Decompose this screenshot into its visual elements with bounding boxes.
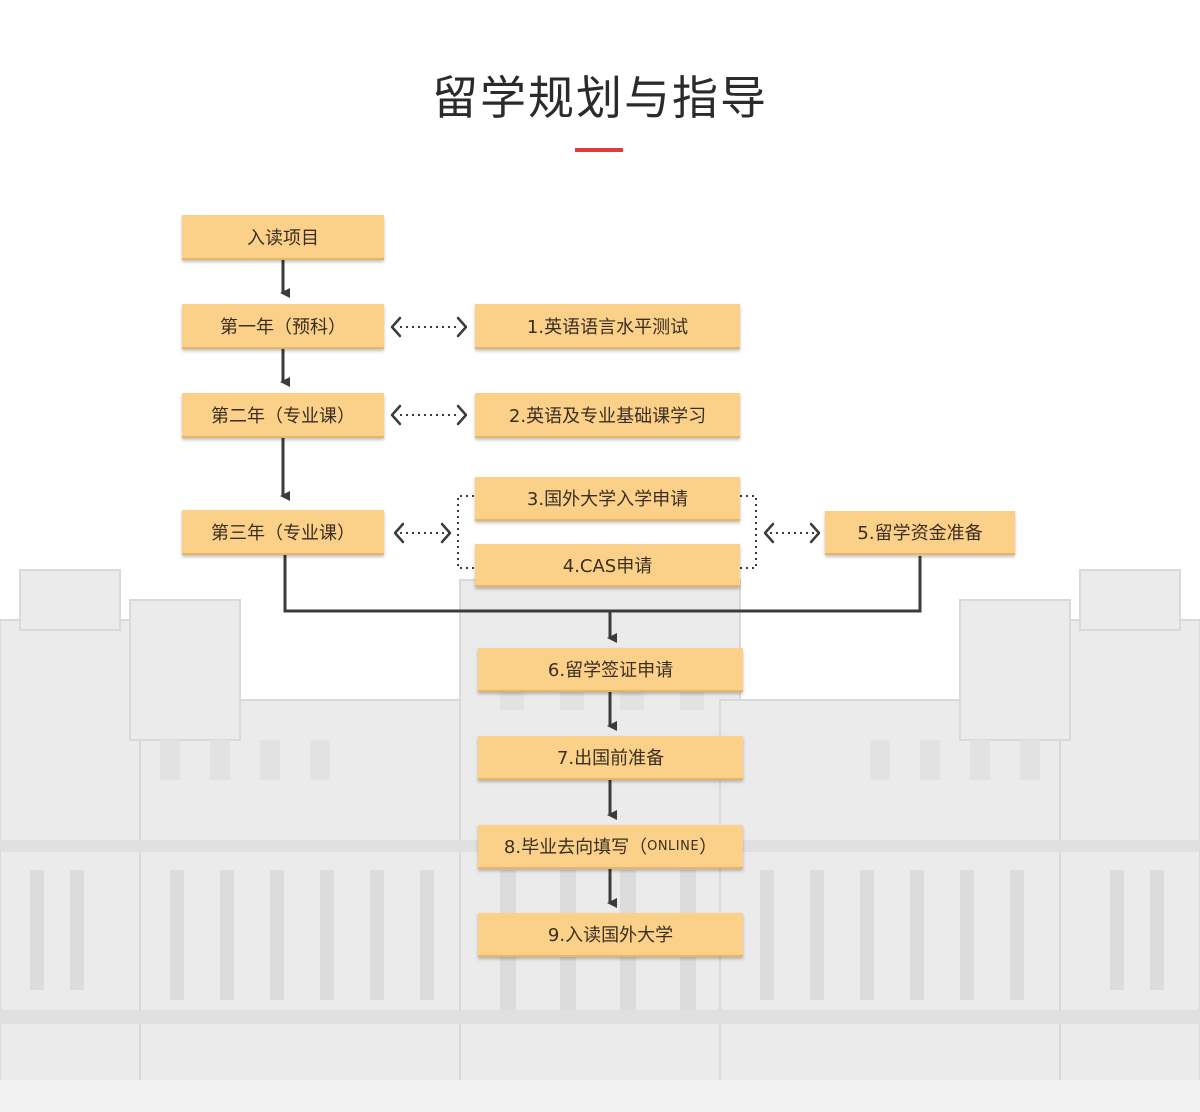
title-underline xyxy=(575,148,623,152)
step-8-paren-close: ） xyxy=(699,837,718,858)
box-year-1: 第一年（预科） xyxy=(182,304,384,349)
box-step-4: 4.CAS申请 xyxy=(475,544,740,587)
box-enroll-project: 入读项目 xyxy=(182,215,384,260)
box-step-6: 6.留学签证申请 xyxy=(478,648,743,692)
box-step-8: 8.毕业去向填写（ONLINE） xyxy=(478,825,743,869)
box-step-2: 2.英语及专业基础课学习 xyxy=(475,393,740,438)
box-year-2: 第二年（专业课） xyxy=(182,393,384,438)
merge-line xyxy=(283,553,922,613)
box-step-9: 9.入读国外大学 xyxy=(478,913,743,957)
step-8-paren-open: （ xyxy=(629,837,648,858)
double-arrow-right xyxy=(456,316,468,338)
box-year-3: 第三年（专业课） xyxy=(182,510,384,555)
box-step-7: 7.出国前准备 xyxy=(478,736,743,780)
box-step-1: 1.英语语言水平测试 xyxy=(475,304,740,349)
page-title: 留学规划与指导 xyxy=(432,71,768,125)
box-step-5: 5.留学资金准备 xyxy=(825,511,1015,555)
double-arrow-left xyxy=(390,316,402,338)
box-step-3: 3.国外大学入学申请 xyxy=(475,477,740,521)
step-8-online: ONLINE xyxy=(647,838,700,854)
step-8-label: 8.毕业去向填写 xyxy=(503,837,630,858)
